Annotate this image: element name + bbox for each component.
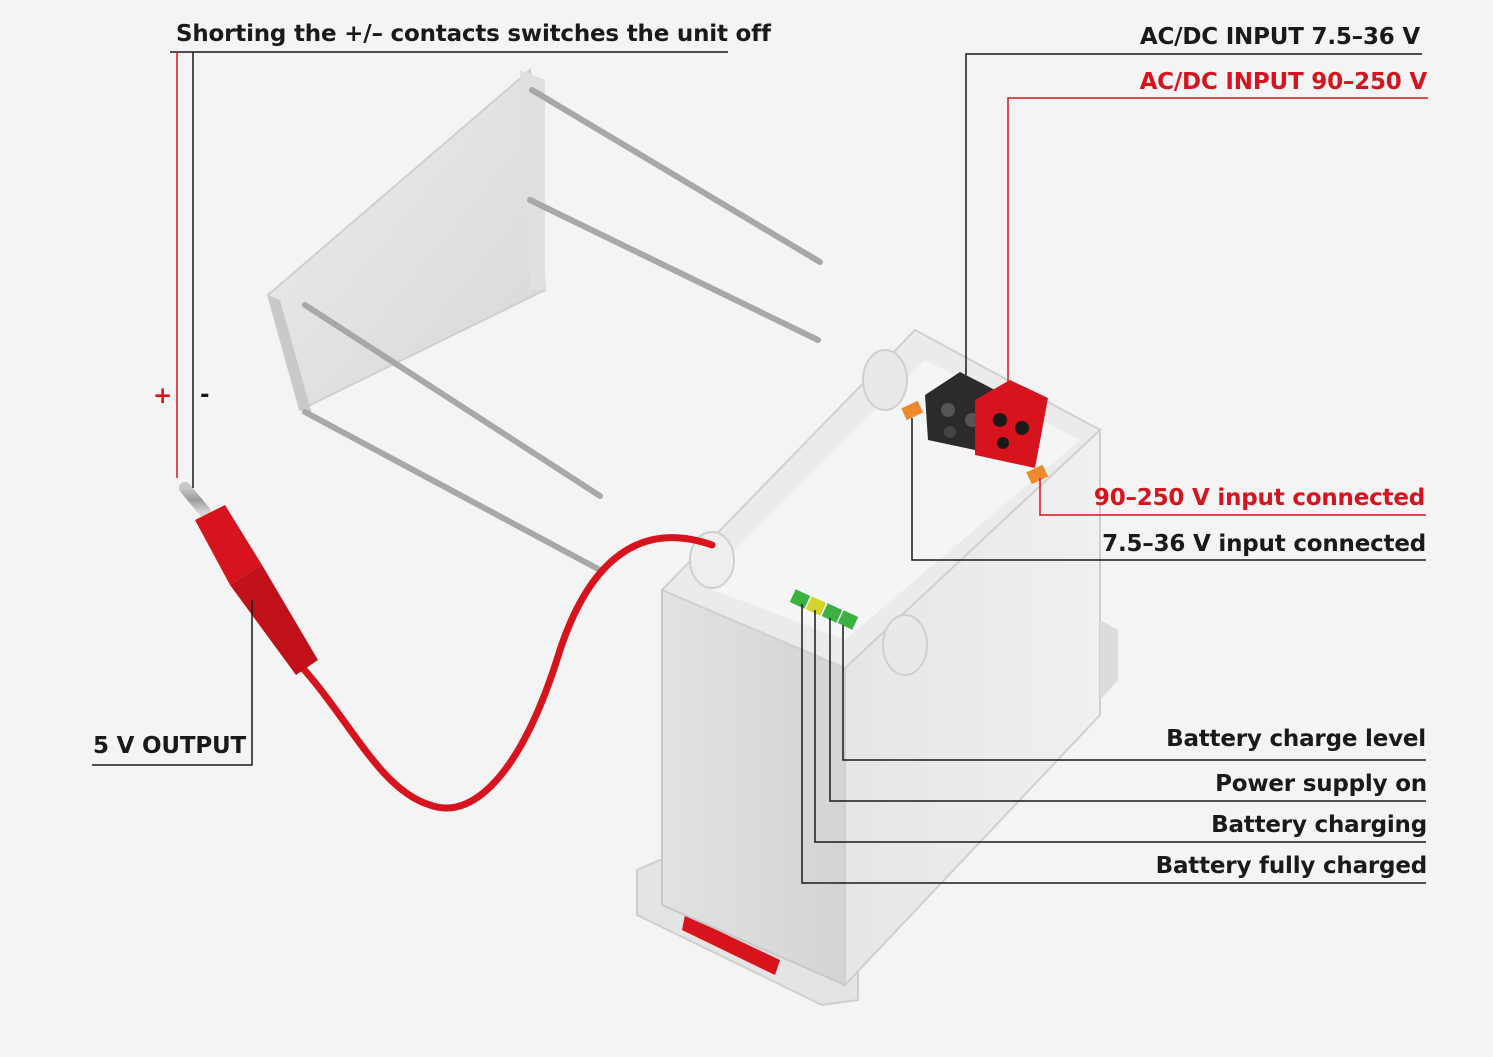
leader-lines xyxy=(92,51,1428,884)
label-shorting-note: Shorting the +/– contacts switches the u… xyxy=(176,21,771,47)
led-high-input xyxy=(1026,464,1049,485)
output-cable xyxy=(179,482,716,812)
barrel-pin xyxy=(179,482,211,518)
label-minus: - xyxy=(200,382,210,408)
enclosure xyxy=(660,328,1118,988)
plug-body xyxy=(195,505,262,585)
lid-with-rods xyxy=(266,67,823,573)
led-charging xyxy=(805,596,827,616)
label-conn-low: 7.5–36 V input connected xyxy=(1102,531,1426,557)
label-fully-charged: Battery fully charged xyxy=(1155,853,1428,879)
rod xyxy=(302,302,603,499)
led-power-on xyxy=(821,603,843,623)
label-plus: + xyxy=(153,383,173,409)
label-input-high: AC/DC INPUT 90–250 V xyxy=(1139,69,1428,95)
rod xyxy=(529,87,823,265)
label-output: 5 V OUTPUT xyxy=(93,733,246,759)
cover-clip xyxy=(882,614,928,676)
label-power-on: Power supply on xyxy=(1215,771,1427,797)
plug-strain-relief xyxy=(230,565,318,675)
cable-grommet xyxy=(689,531,735,589)
rod xyxy=(302,409,603,573)
din-clip xyxy=(682,915,780,975)
rod xyxy=(527,197,821,343)
led-charge-level xyxy=(837,610,859,630)
label-conn-high: 90–250 V input connected xyxy=(1093,485,1425,511)
cover-clip xyxy=(862,349,908,411)
led-low-input xyxy=(901,400,924,421)
label-charging: Battery charging xyxy=(1211,812,1427,838)
label-input-low: AC/DC INPUT 7.5–36 V xyxy=(1139,24,1420,50)
led-indicators xyxy=(789,400,1049,630)
led-fully-charged xyxy=(789,589,811,609)
terminal-red xyxy=(975,380,1048,468)
label-charge-level: Battery charge level xyxy=(1166,726,1426,752)
